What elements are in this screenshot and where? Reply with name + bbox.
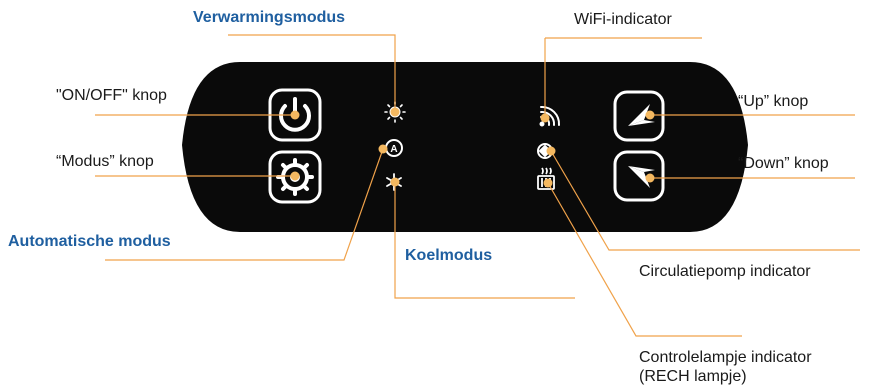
modus-button[interactable]	[268, 150, 322, 204]
label-on-off-knop: "ON/OFF" knop	[56, 87, 167, 104]
label-verwarmingsmodus: Verwarmingsmodus	[193, 9, 346, 26]
label-circulatiepomp-indicator: Circulatiepomp indicator	[639, 263, 811, 280]
up-button[interactable]	[613, 90, 665, 142]
label-up-knop: “Up” knop	[738, 93, 809, 110]
label-automatische-modus: Automatische modus	[8, 233, 171, 250]
label-koelmodus: Koelmodus	[405, 247, 493, 264]
down-button[interactable]	[613, 150, 665, 202]
control-panel	[182, 62, 748, 232]
up-arrow-icon	[628, 104, 650, 126]
label-wifi-indicator: WiFi-indicator	[574, 11, 672, 28]
callout-dots	[290, 107, 655, 188]
label-modus-knop: “Modus” knop	[56, 153, 154, 170]
label-controlelampje-indicator: Controlelampje indicator (RECH lampje)	[639, 349, 812, 385]
svg-text:A: A	[390, 144, 397, 155]
gear-icon	[276, 158, 314, 196]
leader-lines	[95, 34, 860, 337]
down-arrow-icon	[628, 166, 650, 188]
label-down-knop: “Down” knop	[738, 155, 829, 172]
